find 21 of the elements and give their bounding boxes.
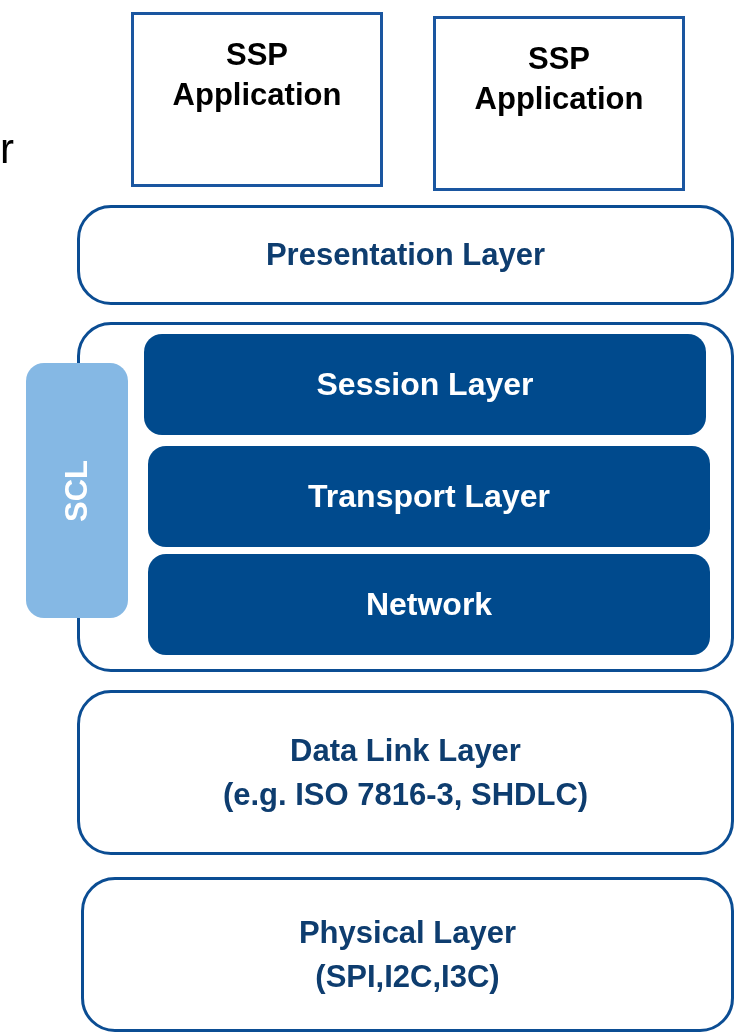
layer-name: Data Link Layer [290, 732, 521, 769]
layer-name: Transport Layer [308, 478, 550, 515]
application-box [131, 12, 383, 187]
cut-off-text: r [0, 128, 14, 170]
layer-detail: (e.g. ISO 7816-3, SHDLC) [222, 776, 589, 813]
application-box [433, 16, 685, 191]
layer-name: Network [365, 586, 493, 623]
layer-name: Physical Layer [298, 914, 517, 951]
layer-box [148, 554, 710, 655]
layer-name: SSP Application [171, 36, 343, 115]
layer-name: Session Layer [316, 366, 534, 403]
side-layer-bar [26, 363, 128, 618]
layer-name: Presentation Layer [265, 237, 546, 273]
layer-box [148, 446, 710, 547]
layer-box [81, 877, 734, 1032]
layer-box [144, 334, 706, 435]
layer-name: SSP Application [473, 40, 645, 119]
layer-name: SCL [59, 459, 95, 522]
layer-box [77, 690, 734, 855]
layer-detail: (SPI,I2C,I3C) [315, 958, 500, 995]
layer-box [77, 205, 734, 305]
